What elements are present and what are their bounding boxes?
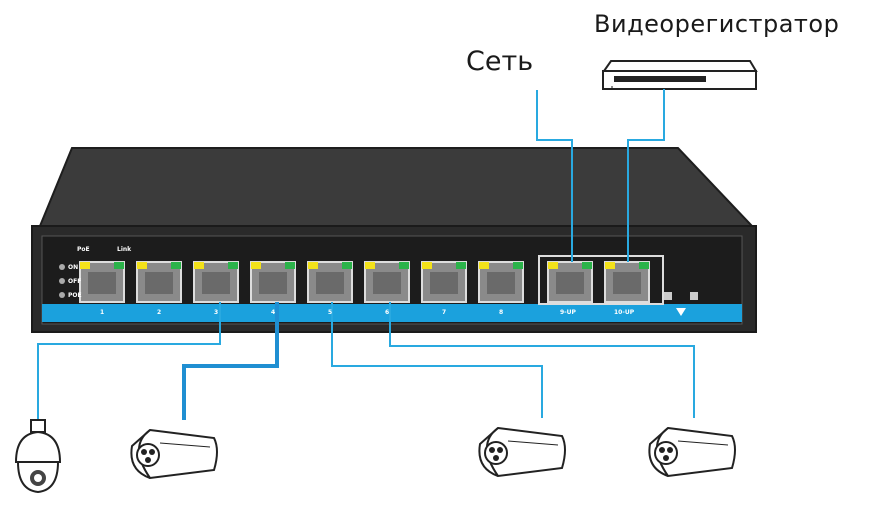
link-led bbox=[228, 262, 238, 269]
poe-led bbox=[80, 262, 90, 269]
port-9-up bbox=[547, 261, 593, 303]
port-3 bbox=[193, 261, 239, 303]
poe-led bbox=[308, 262, 318, 269]
port-label: 9-UP bbox=[560, 309, 576, 316]
link-led bbox=[456, 262, 466, 269]
link-led bbox=[285, 262, 295, 269]
ports-group bbox=[79, 261, 524, 303]
bullet-camera-icon bbox=[130, 428, 218, 480]
port-1 bbox=[79, 261, 125, 303]
poe-led bbox=[194, 262, 204, 269]
led-off bbox=[59, 278, 65, 284]
port-2 bbox=[136, 261, 182, 303]
port-label: 1 bbox=[100, 309, 105, 316]
indicator-square bbox=[664, 292, 672, 300]
port-label: 2 bbox=[157, 309, 162, 316]
header-label-link: Link bbox=[117, 246, 132, 253]
poe-led bbox=[251, 262, 261, 269]
port-label: 7 bbox=[442, 309, 447, 316]
port-5 bbox=[307, 261, 353, 303]
uplink-frame bbox=[538, 255, 664, 305]
link-led bbox=[399, 262, 409, 269]
port-8 bbox=[478, 261, 524, 303]
switch-top-face bbox=[38, 147, 755, 227]
cable-bullet-2 bbox=[331, 302, 543, 418]
port-label: 8 bbox=[499, 309, 504, 316]
poe-led bbox=[548, 262, 558, 269]
port-7 bbox=[421, 261, 467, 303]
indicator-square bbox=[690, 292, 698, 300]
poe-led bbox=[365, 262, 375, 269]
arrow-down-icon bbox=[676, 308, 686, 316]
link-led bbox=[114, 262, 124, 269]
led-poe bbox=[59, 292, 65, 298]
switch-blue-strip bbox=[42, 304, 742, 322]
header-label-poe: PoE bbox=[77, 246, 90, 253]
poe-led bbox=[422, 262, 432, 269]
network-label: Сеть bbox=[466, 46, 534, 77]
link-led bbox=[342, 262, 352, 269]
side-led-label-poe: POE bbox=[68, 292, 82, 299]
ptz-camera-icon bbox=[14, 419, 62, 494]
cable-recorder bbox=[627, 89, 665, 262]
link-led bbox=[582, 262, 592, 269]
cable-network bbox=[536, 90, 573, 262]
port-4 bbox=[250, 261, 296, 303]
side-led-label-on: ON bbox=[68, 264, 79, 271]
bullet-camera-icon bbox=[648, 426, 736, 478]
port-label: 10-UP bbox=[614, 309, 635, 316]
link-led bbox=[513, 262, 523, 269]
cable-ptz bbox=[37, 302, 221, 420]
port-label: 5 bbox=[328, 309, 333, 316]
cable-bullet-3 bbox=[389, 302, 695, 418]
led-on bbox=[59, 264, 65, 270]
cable-bullet-1 bbox=[182, 302, 279, 420]
link-led bbox=[639, 262, 649, 269]
side-led-label-off: OFF bbox=[68, 278, 82, 285]
port-label: 3 bbox=[214, 309, 219, 316]
recorder-icon bbox=[602, 60, 758, 90]
poe-led bbox=[479, 262, 489, 269]
port-label: 6 bbox=[385, 309, 390, 316]
recorder-label: Видеорегистратор bbox=[594, 10, 840, 38]
bullet-camera-icon bbox=[478, 426, 566, 478]
port-label: 4 bbox=[271, 309, 276, 316]
poe-led bbox=[605, 262, 615, 269]
port-10-up bbox=[604, 261, 650, 303]
link-led bbox=[171, 262, 181, 269]
poe-led bbox=[137, 262, 147, 269]
port-6 bbox=[364, 261, 410, 303]
